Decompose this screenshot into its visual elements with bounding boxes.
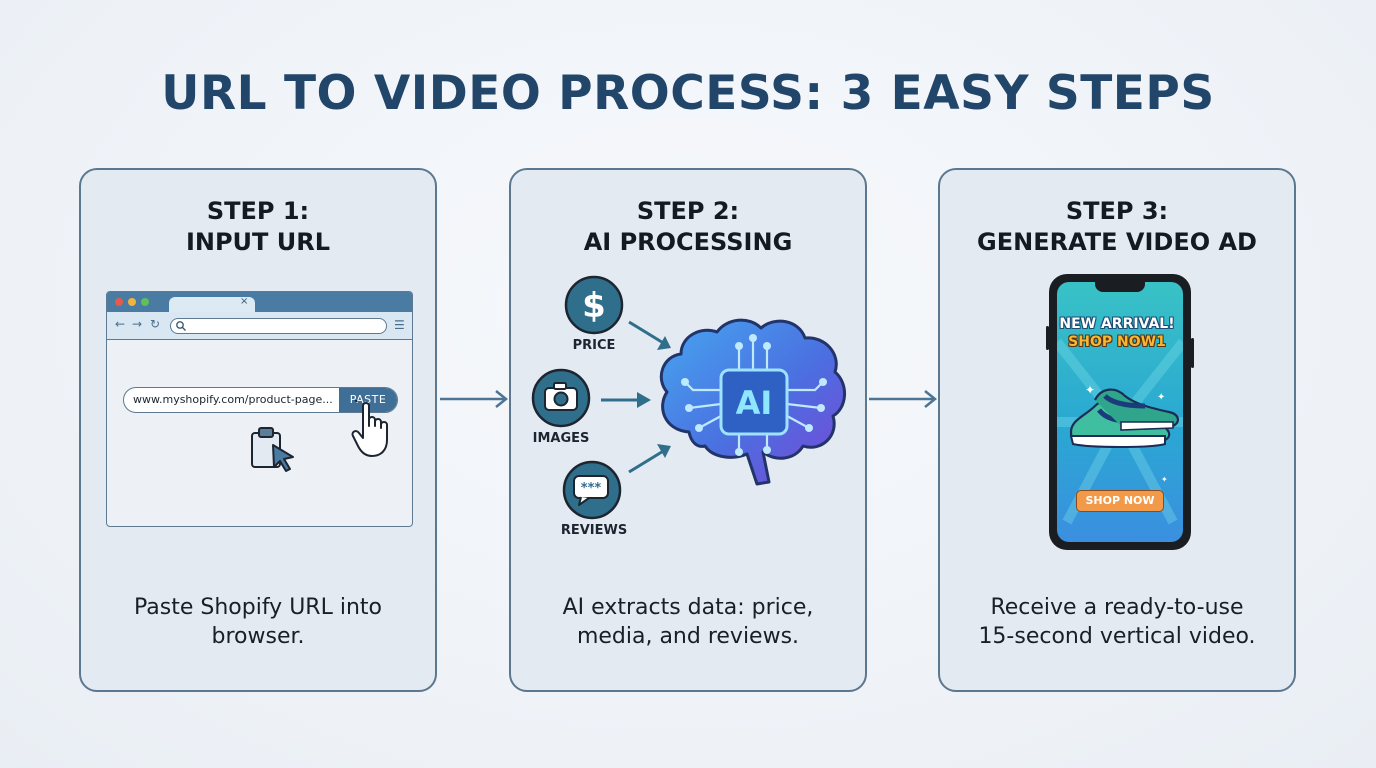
close-dot-icon [115,298,123,306]
step-2-title: AI PROCESSING [583,228,793,256]
step-1-caption-line2: browser. [211,624,305,649]
step-2-caption-line2: media, and reviews. [576,624,800,649]
reviews-chat-icon: *** [562,460,622,520]
step-3-caption-line2: 15-second vertical video. [978,624,1256,649]
price-label: PRICE [572,338,616,353]
step-3-card: STEP 3: GENERATE VIDEO AD ✦ ✦ ✦ [938,168,1296,692]
reviews-label: REVIEWS [560,523,628,538]
price-arrow [628,320,671,350]
phone-headline-1: NEW ARRIVAL! [1059,316,1175,332]
images-arrow [601,392,651,408]
hamburger-menu-icon: ☰ [394,318,405,332]
step-1-title: INPUT URL [185,228,331,256]
reload-icon: ↻ [150,317,161,331]
step-1-card: STEP 1: INPUT URL × ← → ↻ ☰ www.myshopif… [79,168,437,692]
price-dollar-icon: $ [564,275,624,335]
phone-shop-now-button: SHOP NOW [1076,490,1164,512]
step-3-title: GENERATE VIDEO AD [977,228,1257,256]
browser-tab [169,297,255,312]
browser-toolbar: ← → ↻ ☰ [107,312,412,340]
phone-side-button [1046,326,1049,350]
step-1-caption-line1: Paste Shopify URL into [134,595,382,620]
step-2-number: STEP 2: [636,197,740,225]
maximize-dot-icon [141,298,149,306]
minimize-dot-icon [128,298,136,306]
step-1-heading: STEP 1: INPUT URL [81,196,435,258]
search-icon [176,321,186,331]
svg-text:✦: ✦ [1161,475,1168,484]
page-title: URL TO VIDEO PROCESS: 3 EASY STEPS [161,66,1215,121]
ai-brain-icon: AI [659,318,846,486]
back-arrow-icon: ← [115,317,126,331]
hand-pointer-icon [351,400,388,457]
flow-arrow-2 [869,390,938,408]
step-1-number: STEP 1: [206,197,310,225]
tab-close-icon: × [240,296,249,307]
url-text: www.myshopify.com/product-page... [133,393,333,406]
address-bar [170,318,387,334]
step-2-heading: STEP 2: AI PROCESSING [511,196,865,258]
url-input-pill: www.myshopify.com/product-page... PASTE [123,387,398,413]
browser-titlebar: × [107,292,412,312]
phone-power-button [1191,338,1194,368]
reviews-arrow [628,444,671,474]
phone-notch [1095,282,1145,292]
step-3-caption: Receive a ready-to-use 15-second vertica… [940,593,1294,651]
step-2-card: STEP 2: AI PROCESSING $ PRICE IMAGES ***… [509,168,867,692]
forward-arrow-icon: → [132,317,143,331]
phone-headline-2: SHOP NOW1 [1068,334,1166,350]
step-3-heading: STEP 3: GENERATE VIDEO AD [940,196,1294,258]
camera-icon [531,368,591,428]
svg-text:✦: ✦ [1157,392,1165,403]
brain-label: AI [736,384,773,422]
step-3-number: STEP 3: [1065,197,1169,225]
flow-arrow-1 [440,390,509,408]
svg-text:✦: ✦ [1085,383,1095,397]
step-3-caption-line1: Receive a ready-to-use [990,595,1244,620]
sneaker-icon [1069,388,1179,448]
svg-text:***: *** [581,481,602,496]
step-2-caption: AI extracts data: price, media, and revi… [511,593,865,651]
step-2-caption-line1: AI extracts data: price, [562,595,814,620]
svg-text:$: $ [582,286,606,326]
step-1-caption: Paste Shopify URL into browser. [81,593,435,651]
images-label: IMAGES [532,431,590,446]
clipboard-cursor-icon [251,427,294,472]
